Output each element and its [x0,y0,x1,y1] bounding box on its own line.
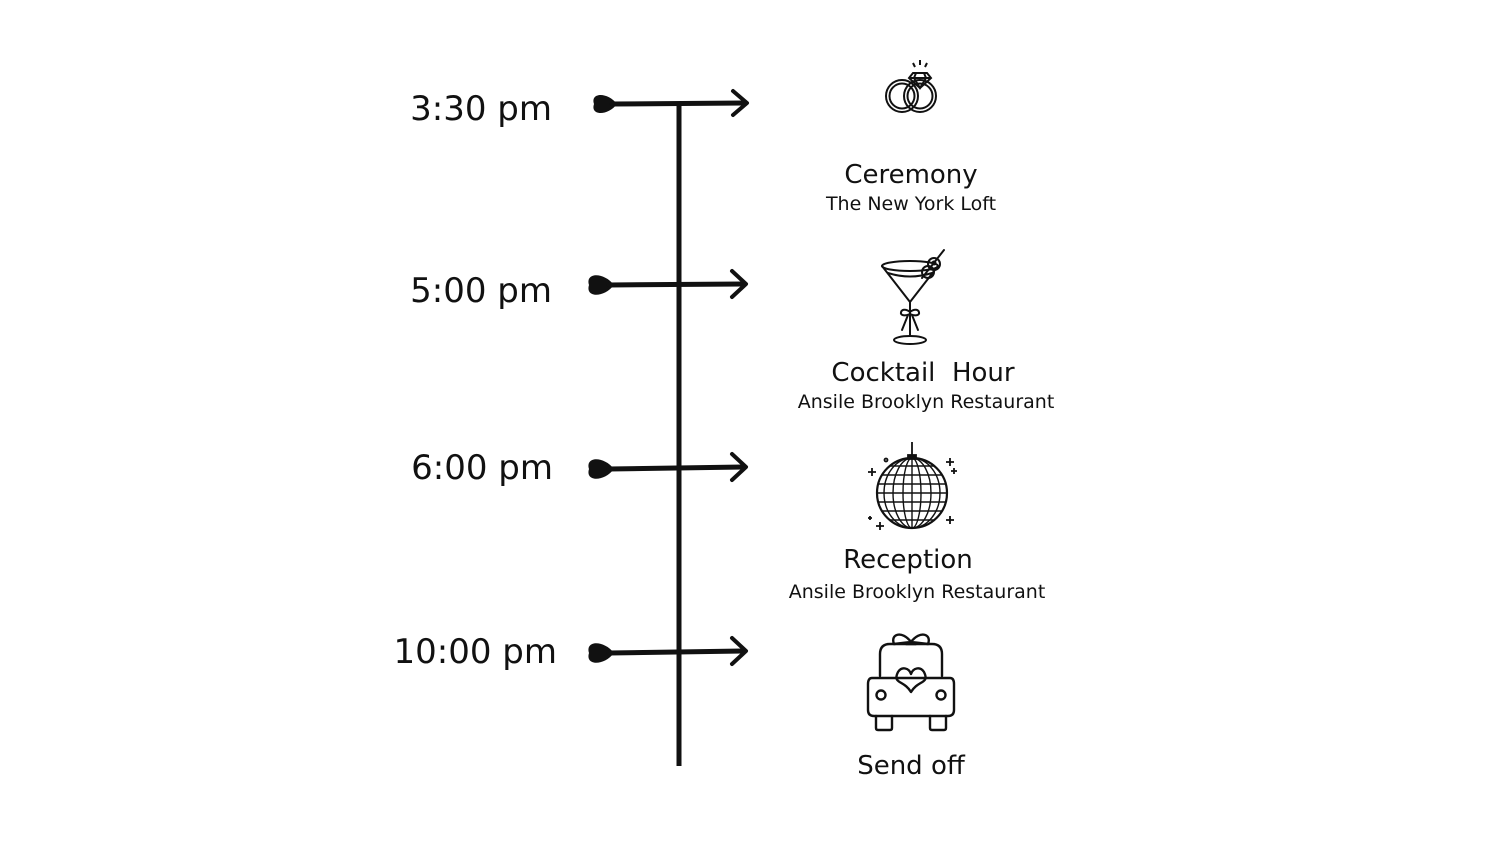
time-label: 5:00 pm [410,271,552,311]
heart-marker [588,459,614,479]
event-venue: Ansile Brooklyn Restaurant [797,391,1055,413]
time-label: 10:00 pm [393,632,558,672]
timeline-arrow [588,452,748,482]
event-title: Cocktail Hour [831,358,1015,388]
event-title: Reception [843,545,973,575]
event-title: Send off [857,751,965,781]
cocktail-glass-icon [881,249,945,345]
arrow-head [730,269,748,299]
event-venue: Ansile Brooklyn Restaurant [788,581,1046,603]
arrow-head [731,89,749,117]
timeline-arrow [588,269,748,299]
event-title: Ceremony [844,160,978,190]
arrow-head [730,452,748,482]
heart-marker [588,643,614,663]
event-venue: The New York Loft [825,193,997,215]
arrow-head [730,636,748,666]
disco-ball-icon [868,442,957,530]
timeline-arrow [593,89,749,117]
wedding-car-icon [866,633,956,732]
heart-marker [593,95,617,113]
heart-marker [588,275,614,295]
wedding-rings-icon [885,60,937,113]
timeline-arrow [588,636,748,666]
time-label: 3:30 pm [410,89,552,129]
time-label: 6:00 pm [411,448,553,488]
